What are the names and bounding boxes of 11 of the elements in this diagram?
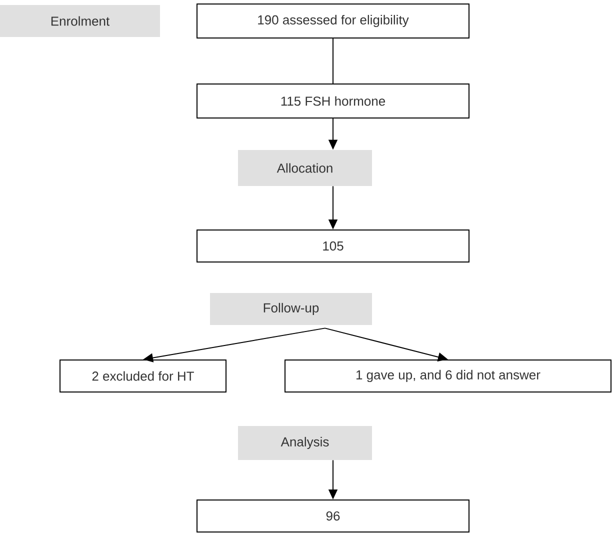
process-box: 105 <box>196 230 470 262</box>
process-box: 96 <box>196 500 470 532</box>
band: Enrolment <box>0 5 160 37</box>
band: Analysis <box>238 426 372 460</box>
band: Allocation <box>238 150 372 186</box>
process-box: 115 FSH hormone <box>196 84 470 118</box>
process-box: 190 assessed for eligibility <box>196 4 470 38</box>
band: Follow-up <box>210 293 372 325</box>
process-box: 2 excluded for HT <box>60 360 226 392</box>
process-box: 1 gave up, and 6 did not answer <box>284 360 612 392</box>
connector-line <box>332 38 334 84</box>
